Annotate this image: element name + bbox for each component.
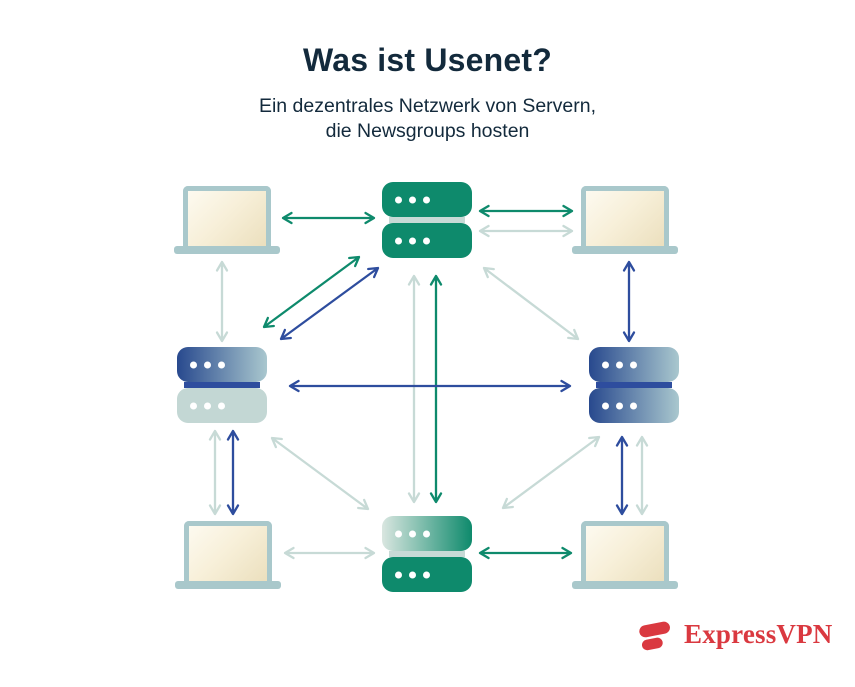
server-leds-icon xyxy=(190,361,225,368)
laptop-screen xyxy=(581,186,669,247)
server-unit xyxy=(382,223,472,258)
server-right xyxy=(589,347,679,423)
laptop-base xyxy=(174,246,280,254)
expressvpn-logo: ExpressVPN xyxy=(636,615,833,653)
arrow-laptop-bottom-left--server-bottom xyxy=(283,546,376,560)
arrow-server-left--server-top xyxy=(279,266,380,341)
server-divider xyxy=(184,382,260,388)
server-unit xyxy=(382,182,472,217)
arrow-server-right--laptop-bottom-right xyxy=(615,435,629,516)
laptop-top-right xyxy=(572,186,678,254)
arrow-laptop-top-left--server-left xyxy=(215,260,229,343)
brand-name: ExpressVPN xyxy=(684,618,833,649)
laptop-top-left xyxy=(174,186,280,254)
arrow-server-bottom--laptop-bottom-right xyxy=(478,546,573,560)
arrow-server-top--server-bottom xyxy=(429,274,443,504)
server-unit xyxy=(177,388,267,423)
laptop-base xyxy=(175,581,281,589)
arrow-server-top--laptop-top-right xyxy=(478,224,574,238)
server-left xyxy=(177,347,267,423)
server-leds-icon xyxy=(602,402,637,409)
laptop-bottom-left xyxy=(175,521,281,589)
laptop-screen xyxy=(184,521,272,582)
page-title: Was ist Usenet? xyxy=(303,42,552,78)
server-leds-icon xyxy=(190,402,225,409)
arrow-server-bottom--server-right xyxy=(501,435,601,510)
server-divider xyxy=(389,217,465,223)
server-bottom xyxy=(382,516,472,592)
server-leds-icon xyxy=(395,237,430,244)
server-unit xyxy=(589,388,679,423)
expressvpn-icon xyxy=(639,621,670,651)
arrow-server-top--server-right xyxy=(482,266,580,341)
arrow-server-left--laptop-bottom-left xyxy=(226,429,240,516)
arrow-server-top--server-bottom xyxy=(407,274,421,504)
server-leds-icon xyxy=(395,571,430,578)
laptop-bottom-right xyxy=(572,521,678,589)
subtitle-line-2: die Newsgroups hosten xyxy=(325,120,530,142)
server-unit xyxy=(177,347,267,382)
laptop-base xyxy=(572,246,678,254)
arrow-server-left--server-top xyxy=(262,255,361,329)
arrow-server-left--server-right xyxy=(288,379,572,393)
page-subtitle: Ein dezentrales Netzwerk von Servern, di… xyxy=(0,94,855,144)
arrow-laptop-top-right--server-right xyxy=(622,260,636,343)
server-unit xyxy=(589,347,679,382)
arrow-laptop-top-left--server-top xyxy=(281,211,376,225)
server-leds-icon xyxy=(395,530,430,537)
server-unit xyxy=(382,557,472,592)
arrow-server-left--laptop-bottom-left xyxy=(208,429,222,516)
arrow-server-right--laptop-bottom-right xyxy=(635,435,649,516)
server-divider xyxy=(389,551,465,557)
laptop-screen xyxy=(183,186,271,247)
laptop-screen xyxy=(581,521,669,582)
server-unit xyxy=(382,516,472,551)
server-top xyxy=(382,182,472,258)
arrow-server-left--server-bottom xyxy=(270,436,370,511)
arrow-server-top--laptop-top-right xyxy=(478,204,574,218)
laptop-base xyxy=(572,581,678,589)
subtitle-line-1: Ein dezentrales Netzwerk von Servern, xyxy=(258,95,597,117)
server-leds-icon xyxy=(395,196,430,203)
server-leds-icon xyxy=(602,361,637,368)
server-divider xyxy=(596,382,672,388)
